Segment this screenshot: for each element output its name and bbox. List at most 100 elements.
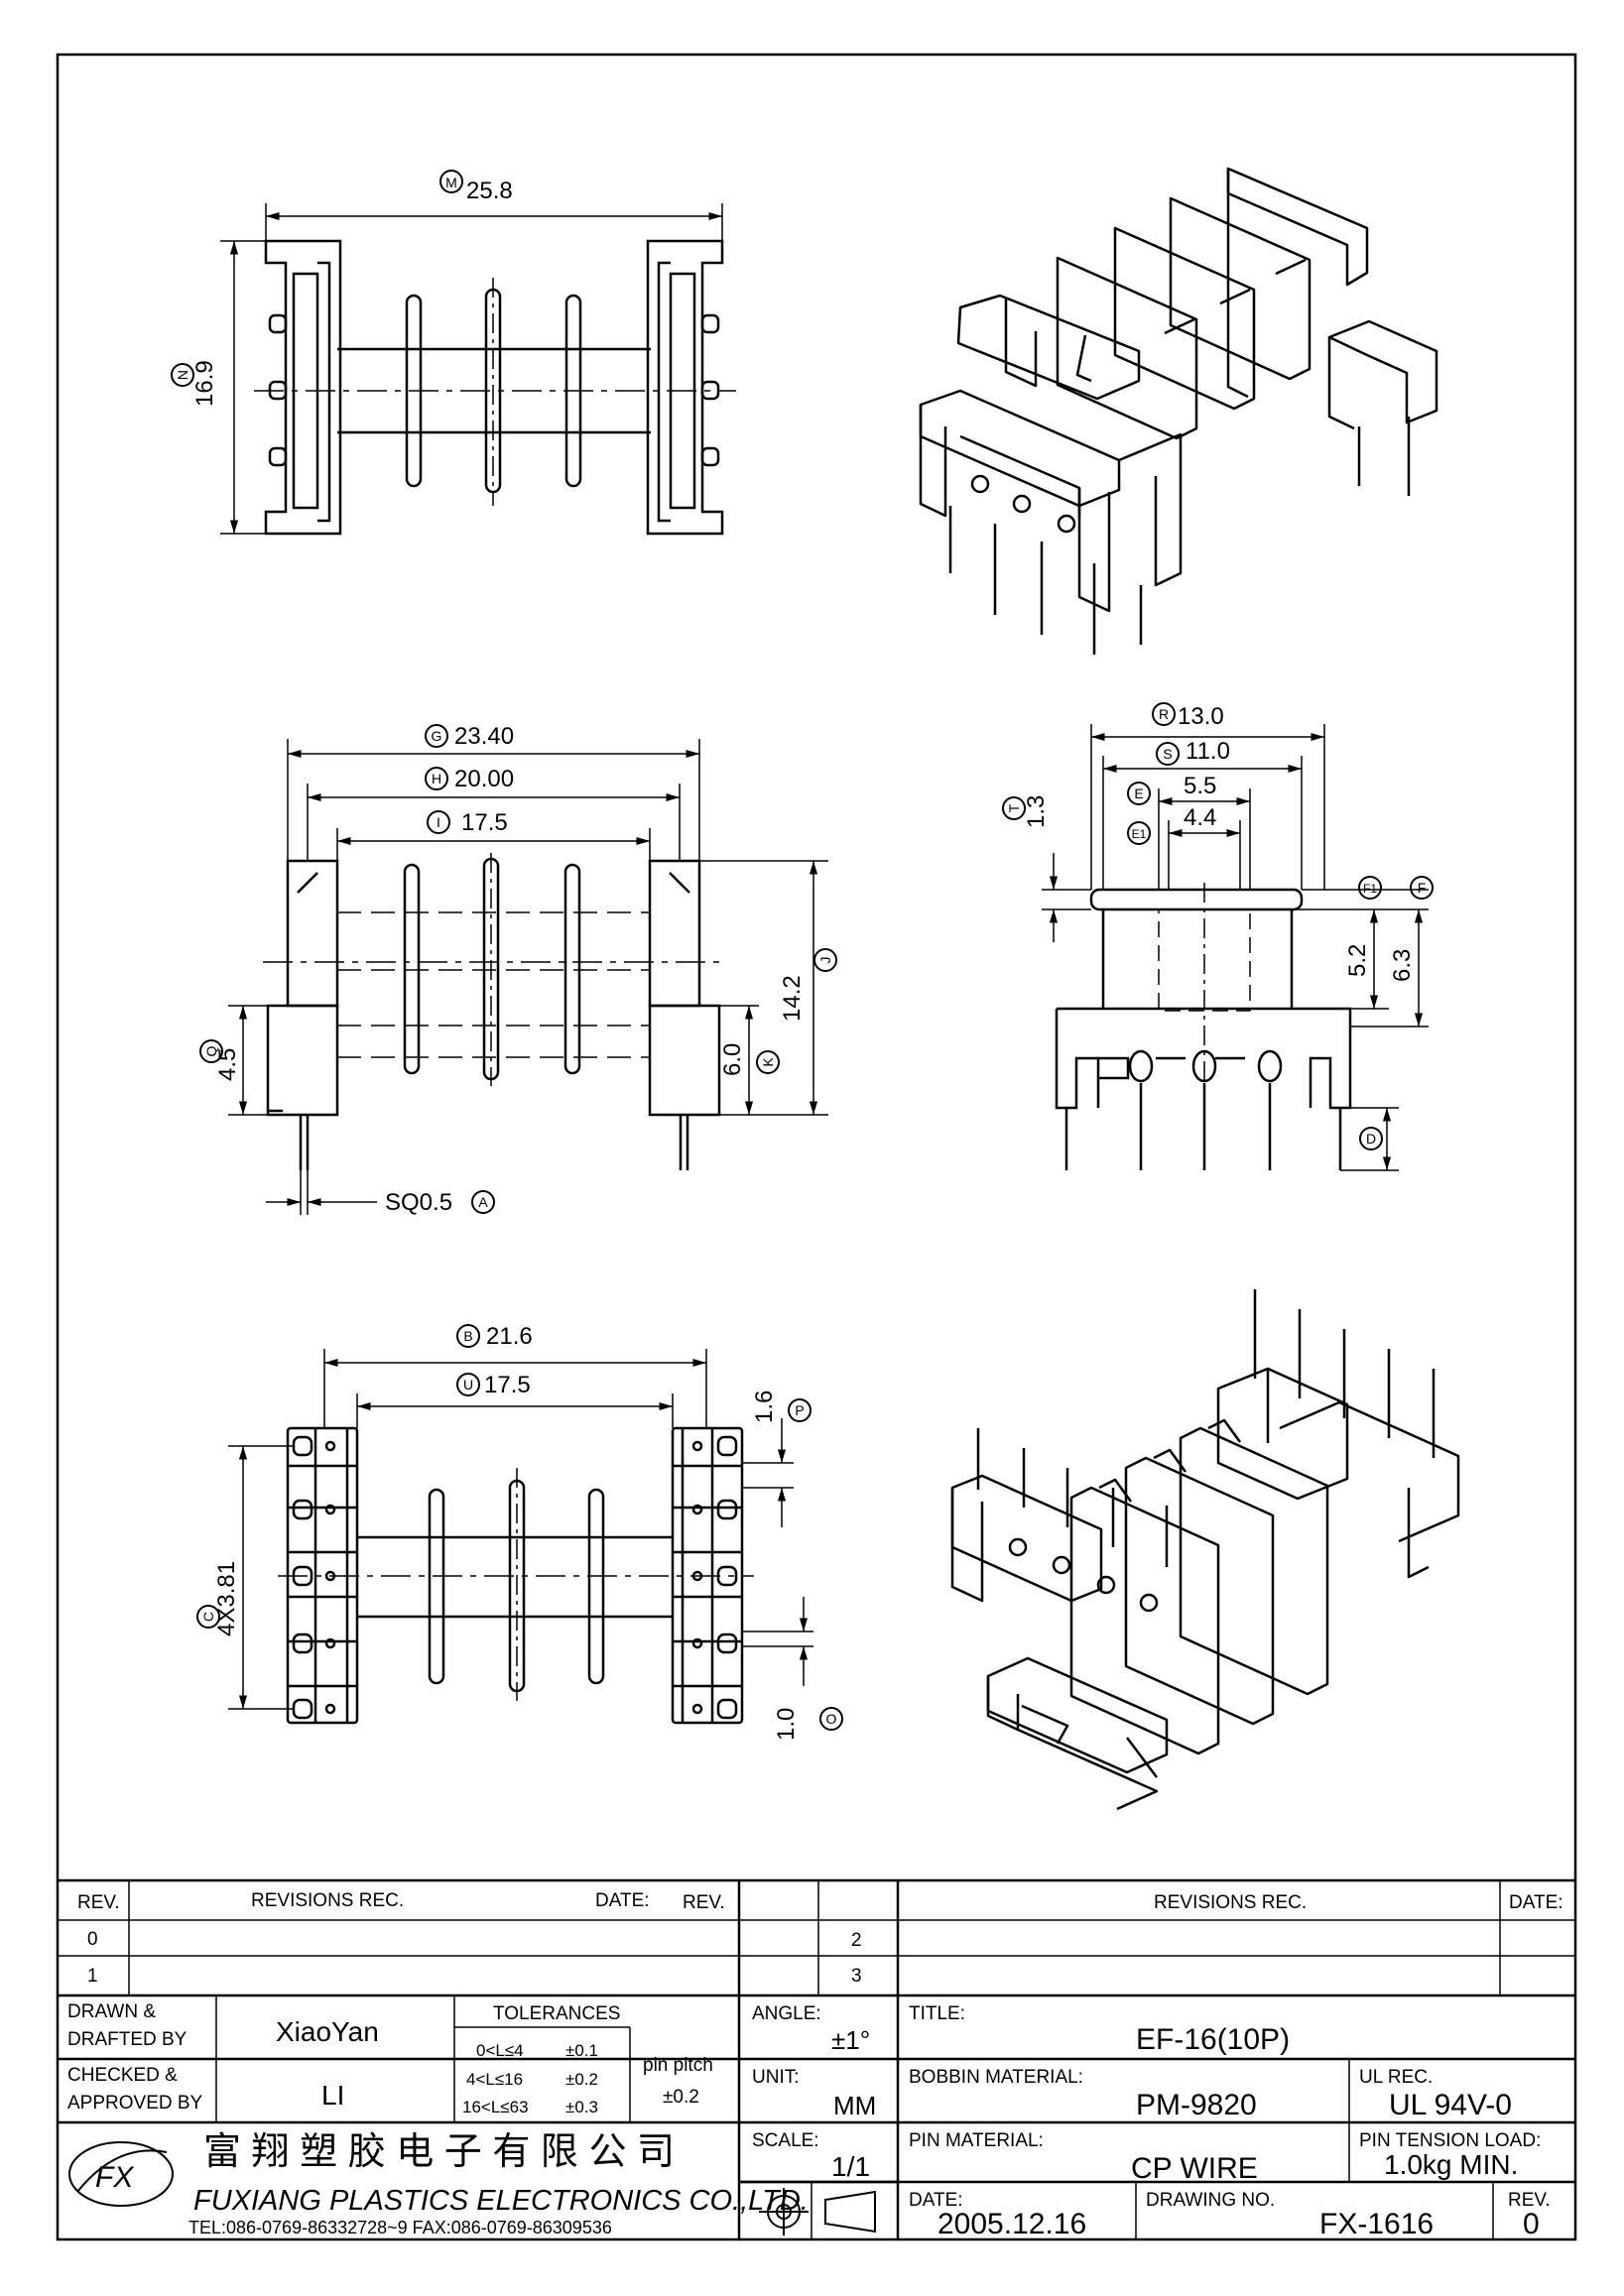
rev-label: REV.	[1508, 2190, 1551, 2211]
isometric-view-top	[919, 167, 1438, 655]
drawn-label-1: DRAWN &	[67, 2001, 156, 2022]
dim-B-value: 21.6	[486, 1323, 533, 1350]
angle-label: ANGLE:	[752, 2003, 821, 2024]
dim-D: D	[1359, 1127, 1383, 1150]
dim-J: 14.2 J	[779, 948, 837, 1022]
drawn-label-2: DRAFTED BY	[67, 2029, 187, 2050]
scale-label: SCALE:	[752, 2130, 819, 2151]
dim-E1: E1 4.4	[1127, 804, 1216, 845]
dim-G-value: 23.40	[454, 723, 514, 750]
rev-value: 0	[1523, 2208, 1540, 2240]
dim-F1-value: 5.2	[1344, 944, 1371, 977]
checked-label-1: CHECKED &	[67, 2065, 178, 2086]
pin-tension-value: 1.0kg MIN.	[1384, 2149, 1518, 2180]
dim-F1-letter: F1	[1363, 882, 1377, 896]
title-block-grid	[58, 1878, 1575, 2239]
tol-range-1: 0<L≤4	[476, 2041, 524, 2060]
dim-C-letter: C	[200, 1612, 216, 1622]
dim-Q-letter: Q	[203, 1045, 219, 1056]
dim-O-letter: O	[826, 1711, 837, 1727]
dim-C-value: 4X3.81	[213, 1561, 240, 1636]
dim-J-value: 14.2	[779, 975, 806, 1022]
dim-B-letter: B	[463, 1328, 472, 1344]
date-header: DATE:	[595, 1890, 650, 1911]
dim-E: E 5.5	[1127, 773, 1216, 805]
drawing-no-label: DRAWING NO.	[1146, 2190, 1275, 2211]
drawn-by: XiaoYan	[276, 2016, 379, 2047]
dim-T-letter: T	[1006, 803, 1022, 812]
top-view	[220, 203, 736, 536]
dim-M: M 25.8	[439, 170, 513, 204]
dim-I-letter: I	[437, 814, 440, 830]
dim-E-letter: E	[1134, 785, 1143, 801]
scale-value: 1/1	[831, 2151, 870, 2182]
rev-row-3: 3	[851, 1966, 862, 1987]
dim-U-value: 17.5	[484, 1372, 531, 1398]
tol-range-3: 16<L≤63	[462, 2098, 529, 2116]
revisions-rec-header-2: REVISIONS REC.	[1154, 1892, 1307, 1913]
rev-header-2: REV.	[683, 1892, 725, 1913]
rev-row-0: 0	[87, 1929, 98, 1950]
front-view	[228, 739, 828, 1215]
dim-H: H 20.00	[425, 766, 514, 792]
ul-rec-value: UL 94V-0	[1389, 2089, 1512, 2121]
dim-P: 1.6 P	[751, 1390, 812, 1423]
dim-F-marker: F	[1410, 876, 1434, 900]
dim-U: U 17.5	[456, 1372, 531, 1398]
dim-F-value: 6.3	[1389, 949, 1416, 982]
dim-R: R 13.0	[1152, 702, 1224, 730]
bottom-view	[228, 1349, 813, 1725]
dim-A-letter: A	[478, 1194, 488, 1210]
drawing-no-value: FX-1616	[1319, 2208, 1434, 2240]
side-view	[1042, 724, 1429, 1171]
tol-value-1: ±0.1	[565, 2041, 598, 2060]
rev-row-2: 2	[851, 1930, 862, 1951]
dim-H-value: 20.00	[454, 766, 514, 792]
dim-K: 6.0 K	[719, 1043, 780, 1076]
pin-pitch-label: pin pitch	[643, 2055, 713, 2076]
dim-T: 1.3 T	[1002, 795, 1050, 828]
dim-D-letter: D	[1366, 1131, 1376, 1147]
dim-C: 4X3.81 C	[196, 1561, 240, 1636]
dim-S-letter: S	[1163, 746, 1172, 762]
dim-A-value: SQ0.5	[385, 1189, 452, 1216]
dim-O: 1.0 O	[773, 1707, 843, 1741]
revisions-rec-header: REVISIONS REC.	[251, 1890, 404, 1911]
company-name-cn: 富 翔 塑 胶 电 子 有 限 公 司	[203, 2131, 675, 2173]
checked-label-2: APPROVED BY	[67, 2093, 203, 2114]
date-value: 2005.12.16	[937, 2208, 1086, 2240]
dim-F-letter: F	[1418, 880, 1427, 896]
company-contact: TEL:086-0769-86332728~9 FAX:086-0769-863…	[188, 2218, 612, 2237]
dim-J-letter: J	[817, 957, 833, 964]
unit-value: MM	[833, 2091, 876, 2120]
dim-E1-letter: E1	[1132, 827, 1147, 841]
tol-range-2: 4<L≤16	[466, 2070, 523, 2089]
dim-F: 6.3	[1389, 949, 1416, 982]
dim-R-value: 13.0	[1178, 703, 1224, 730]
dim-I-value: 17.5	[461, 809, 508, 836]
dim-F1-marker: F1	[1358, 876, 1382, 900]
pin-material-value: CP WIRE	[1131, 2152, 1258, 2185]
pin-pitch-tol: ±0.2	[663, 2087, 699, 2108]
dim-K-value: 6.0	[719, 1043, 746, 1076]
dim-R-letter: R	[1159, 706, 1169, 722]
company-logo: FX	[68, 2141, 174, 2207]
pin-tension-label: PIN TENSION LOAD:	[1359, 2130, 1541, 2151]
dim-S: S 11.0	[1156, 738, 1230, 766]
dim-P-value: 1.6	[751, 1390, 778, 1423]
dim-Q: 4.5 Q	[199, 1039, 241, 1081]
tol-value-3: ±0.3	[565, 2098, 598, 2116]
dim-M-value: 25.8	[466, 178, 513, 204]
company-name-en: FUXIANG PLASTICS ELECTRONICS CO.,LTD.	[193, 2185, 809, 2217]
dim-O-value: 1.0	[773, 1708, 800, 1741]
dim-G: G 23.40	[425, 723, 514, 750]
dim-E-value: 5.5	[1184, 773, 1216, 799]
tolerances-label: TOLERANCES	[493, 2003, 620, 2024]
dim-F1: 5.2	[1344, 944, 1371, 977]
projection-symbol	[759, 2188, 876, 2236]
rev-header: REV.	[77, 1892, 120, 1913]
title-label: TITLE:	[909, 2003, 965, 2024]
title-value: EF-16(10P)	[1136, 2023, 1290, 2056]
checked-by: LI	[321, 2080, 344, 2111]
